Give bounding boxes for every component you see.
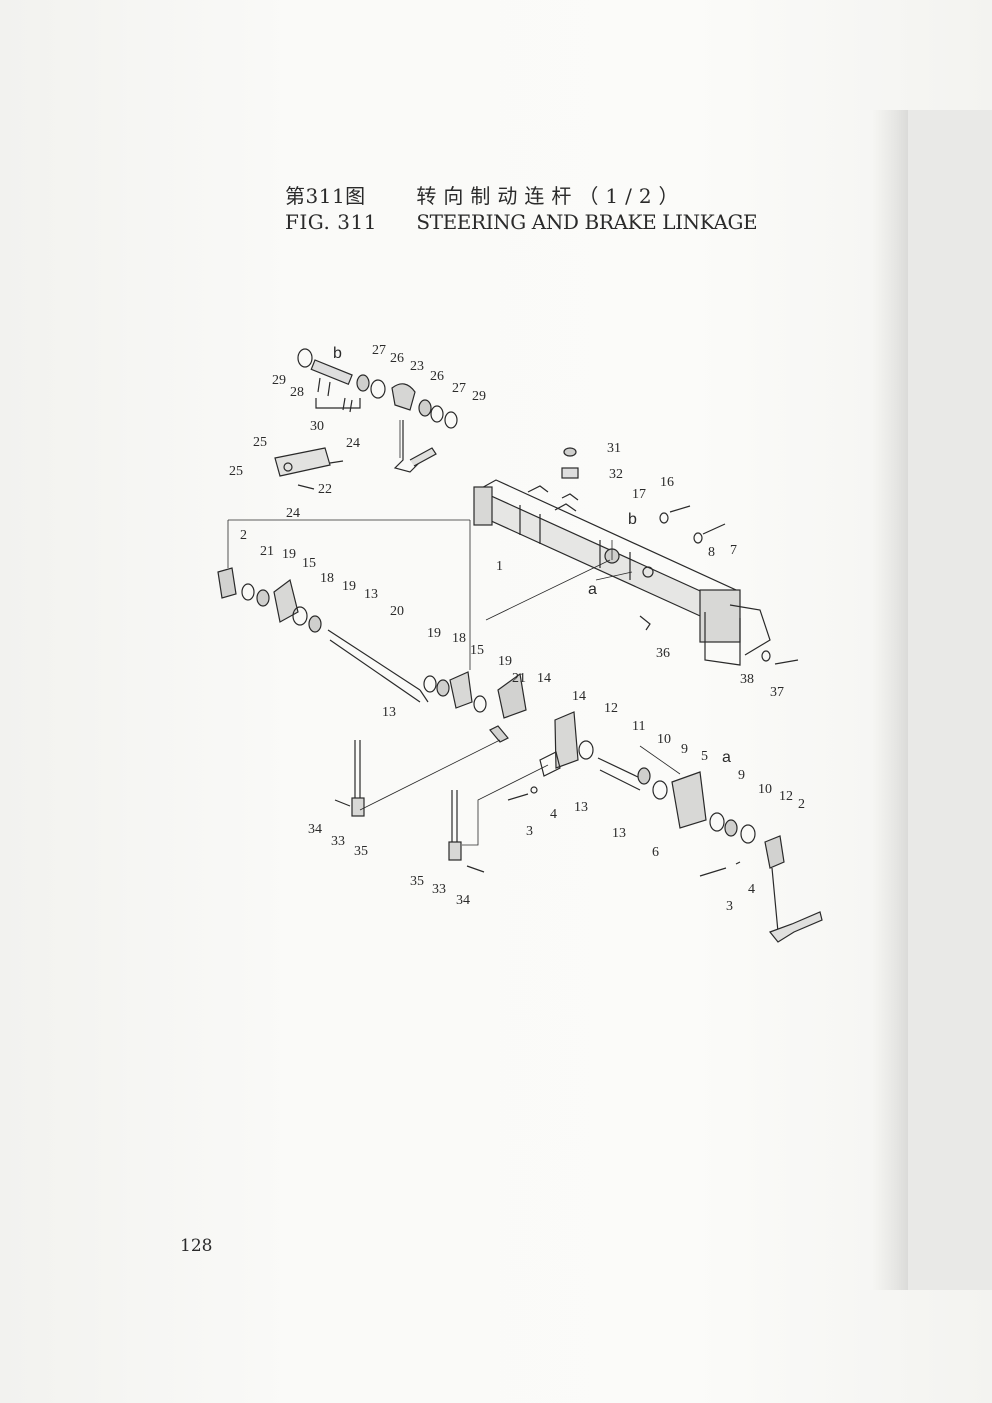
rod-end-drawing — [274, 447, 344, 490]
callout-9: 9 — [681, 742, 688, 757]
callout-28: 28 — [290, 385, 304, 400]
figure-title-cn: 转向制动连杆（1/2） — [416, 184, 686, 208]
ref-a-frame: a — [588, 581, 597, 598]
callout-38: 38 — [740, 672, 754, 687]
callout-13: 13 — [612, 826, 626, 841]
callout-6: 6 — [652, 845, 659, 860]
callout-34: 34 — [308, 822, 322, 837]
callout-21: 21 — [260, 544, 274, 559]
callout-34: 34 — [456, 893, 470, 908]
callout-27: 27 — [452, 381, 466, 396]
callout-13: 13 — [364, 587, 378, 602]
callout-12: 12 — [604, 701, 618, 716]
callout-13: 13 — [574, 800, 588, 815]
ref-b-upper: b — [333, 345, 342, 362]
callout-13: 13 — [382, 705, 396, 720]
callout-2: 2 — [798, 797, 805, 812]
callout-3: 3 — [726, 899, 733, 914]
callout-2: 2 — [240, 528, 247, 543]
left-lever-drawing — [217, 567, 527, 719]
callout-29: 29 — [272, 373, 286, 388]
callout-23: 23 — [410, 359, 424, 374]
callout-9: 9 — [738, 768, 745, 783]
callout-labels: 27 26 23 26 27 29 29 28 30 b 25 25 24 22… — [229, 343, 805, 914]
callout-15: 15 — [302, 556, 316, 571]
page-edge-shadow — [872, 110, 912, 1290]
callout-35: 35 — [410, 874, 424, 889]
callout-27: 27 — [372, 343, 386, 358]
ref-a-lever: a — [722, 749, 731, 766]
page-number: 128 — [180, 1236, 213, 1256]
fastener-drawing — [561, 447, 799, 665]
callout-25: 25 — [253, 435, 267, 450]
callout-21: 21 — [512, 671, 526, 686]
callout-7: 7 — [730, 543, 737, 558]
callout-15: 15 — [470, 643, 484, 658]
callout-37: 37 — [770, 685, 784, 700]
page-edge-strip — [908, 110, 992, 1290]
callout-18: 18 — [320, 571, 334, 586]
figure-title-en: STEERING AND BRAKE LINKAGE — [416, 210, 758, 234]
callout-10: 10 — [758, 782, 772, 797]
callout-36: 36 — [656, 646, 670, 661]
callout-5: 5 — [701, 749, 708, 764]
callout-24: 24 — [346, 436, 360, 451]
callout-25: 25 — [229, 464, 243, 479]
callout-19: 19 — [282, 547, 296, 562]
callout-20: 20 — [390, 604, 404, 619]
callout-11: 11 — [632, 719, 645, 734]
callout-33: 33 — [331, 834, 345, 849]
figure-label-en: FIG. 311 — [285, 210, 377, 234]
ref-b-lower: b — [628, 511, 637, 528]
callout-32: 32 — [609, 467, 623, 482]
callout-35: 35 — [354, 844, 368, 859]
callout-8: 8 — [708, 545, 715, 560]
callout-4: 4 — [748, 882, 755, 897]
callout-1: 1 — [496, 559, 503, 574]
callout-24: 24 — [286, 506, 300, 521]
callout-17: 17 — [632, 487, 646, 502]
figure-title-en-row: FIG. 311 STEERING AND BRAKE LINKAGE — [285, 210, 758, 234]
callout-18: 18 — [452, 631, 466, 646]
callout-33: 33 — [432, 882, 446, 897]
figure-label-cn: 第311图 — [285, 184, 366, 208]
callout-31: 31 — [607, 441, 621, 456]
callout-19: 19 — [342, 579, 356, 594]
callout-26: 26 — [430, 369, 444, 384]
callout-16: 16 — [660, 475, 674, 490]
callout-19: 19 — [498, 654, 512, 669]
callout-3: 3 — [526, 824, 533, 839]
callout-14: 14 — [572, 689, 586, 704]
callout-30: 30 — [310, 419, 324, 434]
callout-19: 19 — [427, 626, 441, 641]
center-lever-drawing — [489, 711, 823, 943]
upper-clevis-drawing — [297, 348, 458, 473]
callout-12: 12 — [779, 789, 793, 804]
diagram-drawing — [217, 348, 823, 943]
callout-14: 14 — [537, 671, 551, 686]
callout-26: 26 — [390, 351, 404, 366]
callout-4: 4 — [550, 807, 557, 822]
leader-lines — [227, 420, 681, 846]
callout-10: 10 — [657, 732, 671, 747]
figure-title-cn-row: 第311图 转向制动连杆（1/2） — [285, 180, 686, 209]
cross-frame-drawing — [473, 479, 771, 666]
callout-22: 22 — [318, 482, 332, 497]
callout-29: 29 — [472, 389, 486, 404]
rod-drawing — [334, 740, 741, 877]
